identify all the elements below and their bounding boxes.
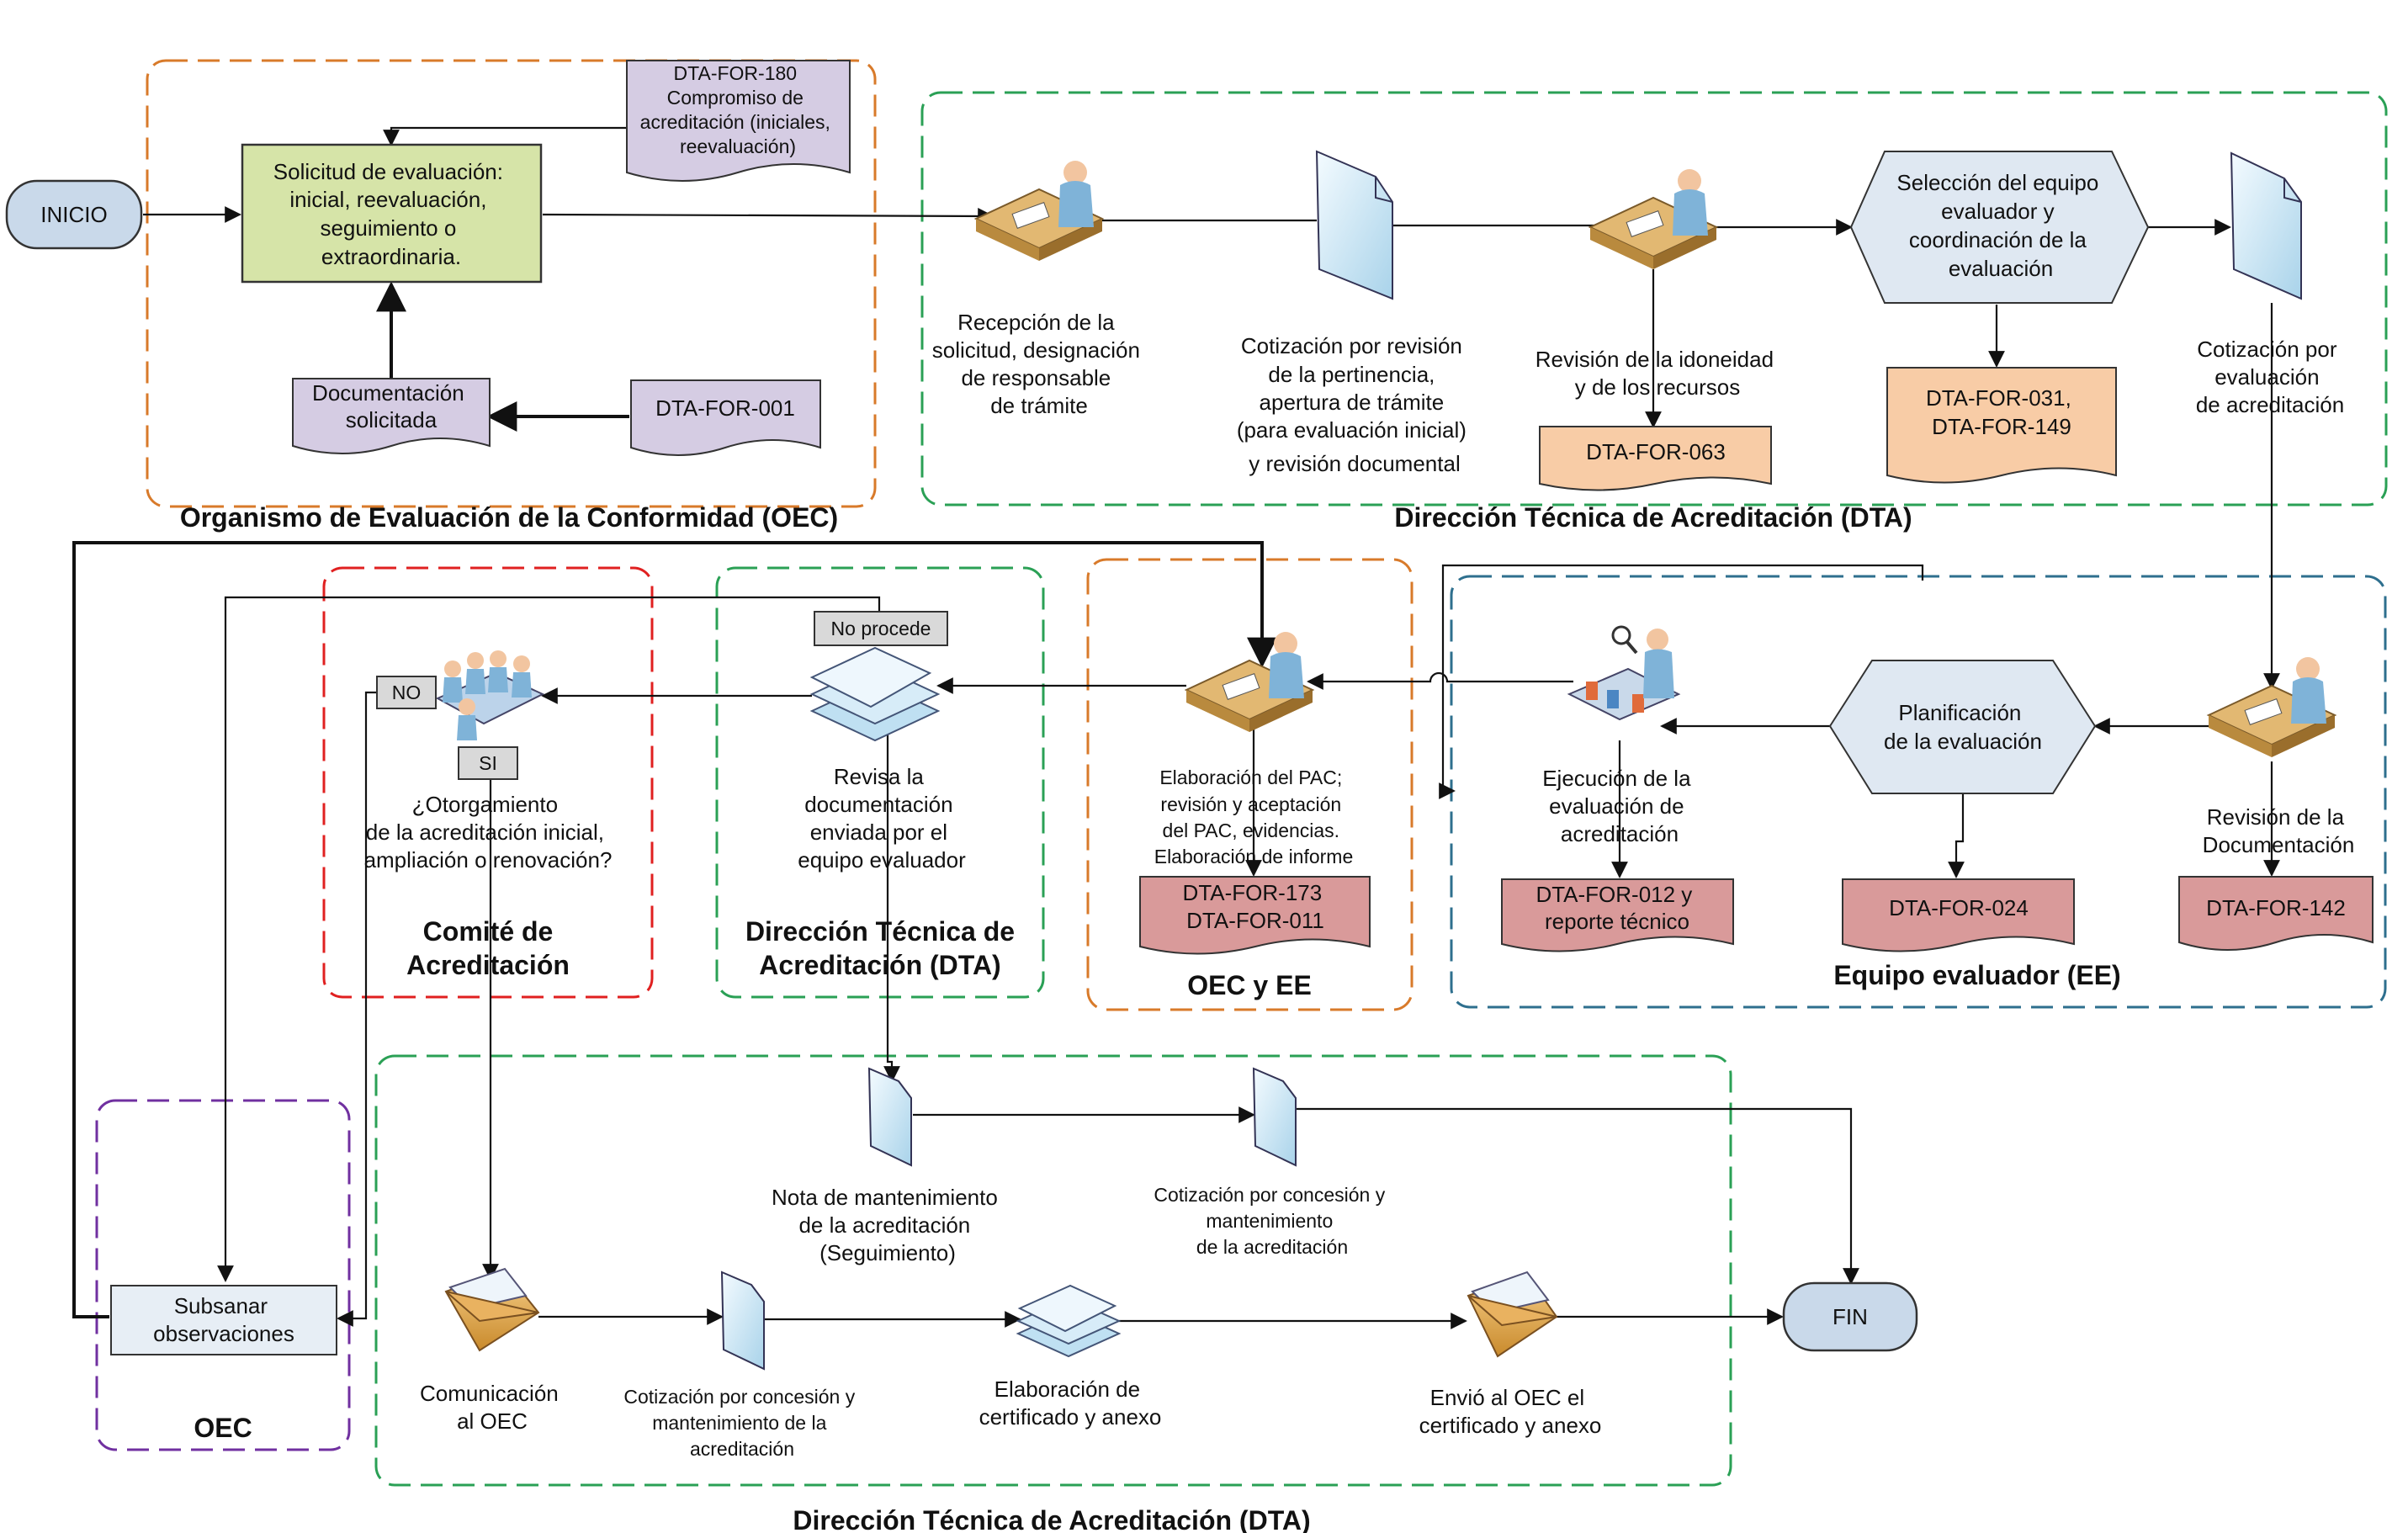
doc-180-shape[interactable] xyxy=(626,60,851,182)
lane-title-dta-mid-2: Acreditación (DTA) xyxy=(759,950,1000,980)
elaboracion-cert-label: Elaboración de certificado y anexo xyxy=(979,1377,1162,1430)
inicio-label: INICIO xyxy=(40,202,107,227)
doc-063-shape[interactable] xyxy=(1539,426,1772,491)
arrow-ejec-pac xyxy=(1307,671,1573,690)
cotizacion-eval-label: Cotización por evaluación de acreditació… xyxy=(2196,337,2344,417)
arrow-180-solicitud xyxy=(383,126,627,146)
lane-title-comite-1: Comité de xyxy=(423,916,554,947)
seleccion-hexagon[interactable] xyxy=(1849,151,2150,304)
lane-dta-mid xyxy=(715,566,1045,999)
no-procede-label: No procede xyxy=(831,618,931,639)
envelope-icon-envio xyxy=(1467,1270,1558,1358)
doc-142-shape[interactable] xyxy=(2178,876,2374,951)
arrow-planif-024 xyxy=(1948,793,1965,878)
planificacion-hexagon[interactable] xyxy=(1828,660,2097,794)
stacked-docs-icon-certificado xyxy=(1016,1284,1122,1358)
lane-title-dta-mid-1: Dirección Técnica de xyxy=(745,916,1015,947)
arrow-no-subsanar xyxy=(337,691,377,1327)
doc-solicitada-shape[interactable] xyxy=(292,378,491,454)
document-icon-cotconc-bot xyxy=(720,1270,765,1371)
doc-173-shape[interactable] xyxy=(1139,876,1371,955)
revision-idoneidad-label: Revisión de la idoneidad y de los recurs… xyxy=(1535,347,1780,400)
solicitud-process[interactable] xyxy=(241,143,543,284)
lane-title-oec-left: OEC xyxy=(194,1413,252,1443)
ejecucion-label: Ejecución de la evaluación de acreditaci… xyxy=(1542,766,1697,846)
person-desk-icon-recepcion xyxy=(973,161,1105,261)
document-icon-cotconc-top xyxy=(1252,1067,1297,1167)
person-desk-icon-pac xyxy=(1184,632,1315,732)
cotizacion-revision-label: Cotización por revisión de la pertinenci… xyxy=(1237,333,1472,476)
lane-oec-left xyxy=(95,1099,351,1451)
doc-142-label: DTA-FOR-142 xyxy=(2206,895,2346,920)
fin-terminator[interactable] xyxy=(1782,1281,1918,1352)
doc-001-shape[interactable] xyxy=(630,379,821,456)
doc-173-label: DTA-FOR-173 DTA-FOR-011 xyxy=(1183,880,1329,933)
solicitud-label: Solicitud de evaluación: inicial, reeval… xyxy=(273,159,509,269)
doc-012-shape[interactable] xyxy=(1501,878,1734,952)
arrow-solicitud-recepcion xyxy=(542,208,994,225)
si-tag-label: SI xyxy=(479,752,497,774)
doc-001-label: DTA-FOR-001 xyxy=(655,395,795,421)
doc-180-label: DTA-FOR-180 Compromiso de acreditación (… xyxy=(640,62,836,157)
doc-012-label: DTA-FOR-012 y reporte técnico xyxy=(1535,882,1698,934)
lane-title-oec-ee: OEC y EE xyxy=(1187,970,1312,1000)
document-icon-cotizacion-revision xyxy=(1315,150,1393,300)
doc-031-shape[interactable] xyxy=(1886,367,2117,484)
lane-dta-bottom xyxy=(374,1054,1732,1487)
arrow-noprocede-subsanar xyxy=(217,596,881,1282)
cotconc-bot-label: Cotización por concesión y mantenimiento… xyxy=(623,1386,860,1460)
subsanar-process[interactable] xyxy=(110,1285,337,1355)
no-tag-label: NO xyxy=(392,682,422,703)
elaboracion-pac-label: Elaboración del PAC; revisión y aceptaci… xyxy=(1154,766,1354,867)
doc-solicitada-label: Documentación solicitada xyxy=(312,380,470,432)
fin-label: FIN xyxy=(1833,1304,1868,1329)
envio-label: Envió al OEC el certificado y anexo xyxy=(1419,1385,1602,1438)
inicio-terminator[interactable] xyxy=(5,179,143,250)
lane-title-dta-top: Dirección Técnica de Acreditación (DTA) xyxy=(1394,502,1912,533)
arrow-subsanar-pac xyxy=(72,541,1277,1318)
doc-031-label: DTA-FOR-031, DTA-FOR-149 xyxy=(1926,385,2077,439)
doc-063-label: DTA-FOR-063 xyxy=(1586,439,1726,464)
connectors xyxy=(72,126,2280,1329)
lane-title-dta-bottom: Dirección Técnica de Acreditación (DTA) xyxy=(793,1505,1310,1533)
doc-024-shape[interactable] xyxy=(1842,878,2075,952)
document-icon-cotizacion-eval xyxy=(2230,151,2302,300)
arrow-cotconc-fin xyxy=(1296,1107,1859,1285)
nota-mant-label: Nota de mantenimiento de la acreditación… xyxy=(772,1185,1004,1265)
subsanar-label: Subsanar observaciones xyxy=(153,1293,294,1346)
lane-title-comite-2: Acreditación xyxy=(406,950,570,980)
stacked-docs-icon-revisa xyxy=(809,646,941,742)
comunicacion-label: Comunicación al OEC xyxy=(420,1381,565,1434)
si-tag xyxy=(458,746,518,780)
recepcion-label: Recepción de la solicitud, designación d… xyxy=(932,310,1146,418)
lanes xyxy=(95,59,2388,1487)
seleccion-label: Selección del equipo evaluador y coordin… xyxy=(1896,170,2104,281)
revisa-doc-label: Revisa la documentación enviada por el e… xyxy=(798,764,966,873)
person-desk-icon-revision xyxy=(1588,169,1719,269)
lane-comite xyxy=(322,566,654,999)
lane-oec-ee xyxy=(1086,558,1414,1011)
doc-024-label: DTA-FOR-024 xyxy=(1889,895,2029,920)
inspector-icon-ejecucion xyxy=(1567,625,1681,721)
lane-dta-top xyxy=(920,91,2388,507)
lane-oec-top xyxy=(146,59,877,508)
no-procede-tag xyxy=(814,611,948,646)
document-icon-nota xyxy=(867,1067,912,1167)
planificacion-label: Planificación de la evaluación xyxy=(1884,700,2042,754)
otorgamiento-label: ¿Otorgamiento de la acreditación inicial… xyxy=(364,792,613,873)
arrow-loop-back-ee xyxy=(1439,564,1924,799)
person-desk-icon-revdoc xyxy=(2206,657,2337,757)
arrow-revisa-nota xyxy=(883,732,900,1083)
meeting-icon-comite xyxy=(435,650,545,740)
lane-title-ee: Equipo evaluador (EE) xyxy=(1833,960,2120,990)
cotconc-top-label: Cotización por concesión y mantenimiento… xyxy=(1154,1184,1390,1258)
envelope-icon-comunicacion xyxy=(444,1267,540,1352)
lane-title-oec-top: Organismo de Evaluación de la Conformida… xyxy=(180,502,838,533)
revision-doc-label: Revisión de la Documentación xyxy=(2203,804,2355,857)
no-tag xyxy=(376,676,437,709)
